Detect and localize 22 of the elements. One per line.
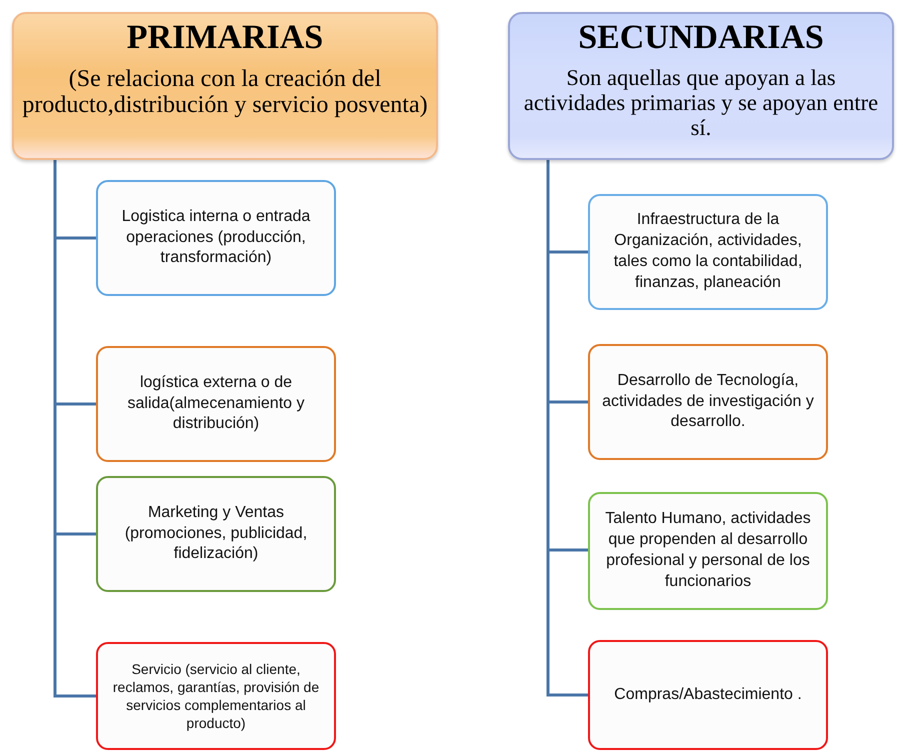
activity-text: Logistica interna o entrada operaciones (producción, transformación) (120, 206, 312, 268)
activity-box (588, 640, 828, 750)
activity-box (588, 492, 828, 610)
category-title: SECUNDARIAS (578, 18, 824, 58)
activity-box (588, 194, 828, 310)
activity-box (96, 642, 336, 750)
activity-text: logística externa o de salida(almecenamiento y distribución) (126, 372, 306, 434)
category-description: (Se relaciona con la creación del producto,distribución y servicio posventa) (21, 66, 429, 119)
activity-box (96, 180, 336, 296)
activity-text: Servicio (servicio al cliente, reclamos, garantías, provisión de servicios complementarios al producto) (112, 660, 320, 732)
activity-box (96, 346, 336, 462)
activity-text: Infraestructura de la Organización, actividades, tales como la contabilidad, finanzas, planeación (612, 210, 804, 293)
activity-text: Marketing y Ventas (promociones, publicidad, fidelización) (124, 502, 308, 564)
activity-text: Desarrollo de Tecnología, actividades de investigación y desarrollo. (601, 370, 815, 432)
category-header-box (508, 12, 894, 160)
category-title: PRIMARIAS (126, 18, 324, 58)
category-header-box (12, 12, 438, 160)
activity-text: Talento Humano, actividades que propenden al desarrollo profesional y personal de los funcionarios (604, 509, 812, 592)
activity-box (588, 344, 828, 460)
category-description: Son aquellas que apoyan a las actividades primarias y se apoyan entre sí. (522, 66, 880, 140)
activity-box (96, 476, 336, 592)
activity-text: Compras/Abastecimiento . (614, 684, 802, 705)
